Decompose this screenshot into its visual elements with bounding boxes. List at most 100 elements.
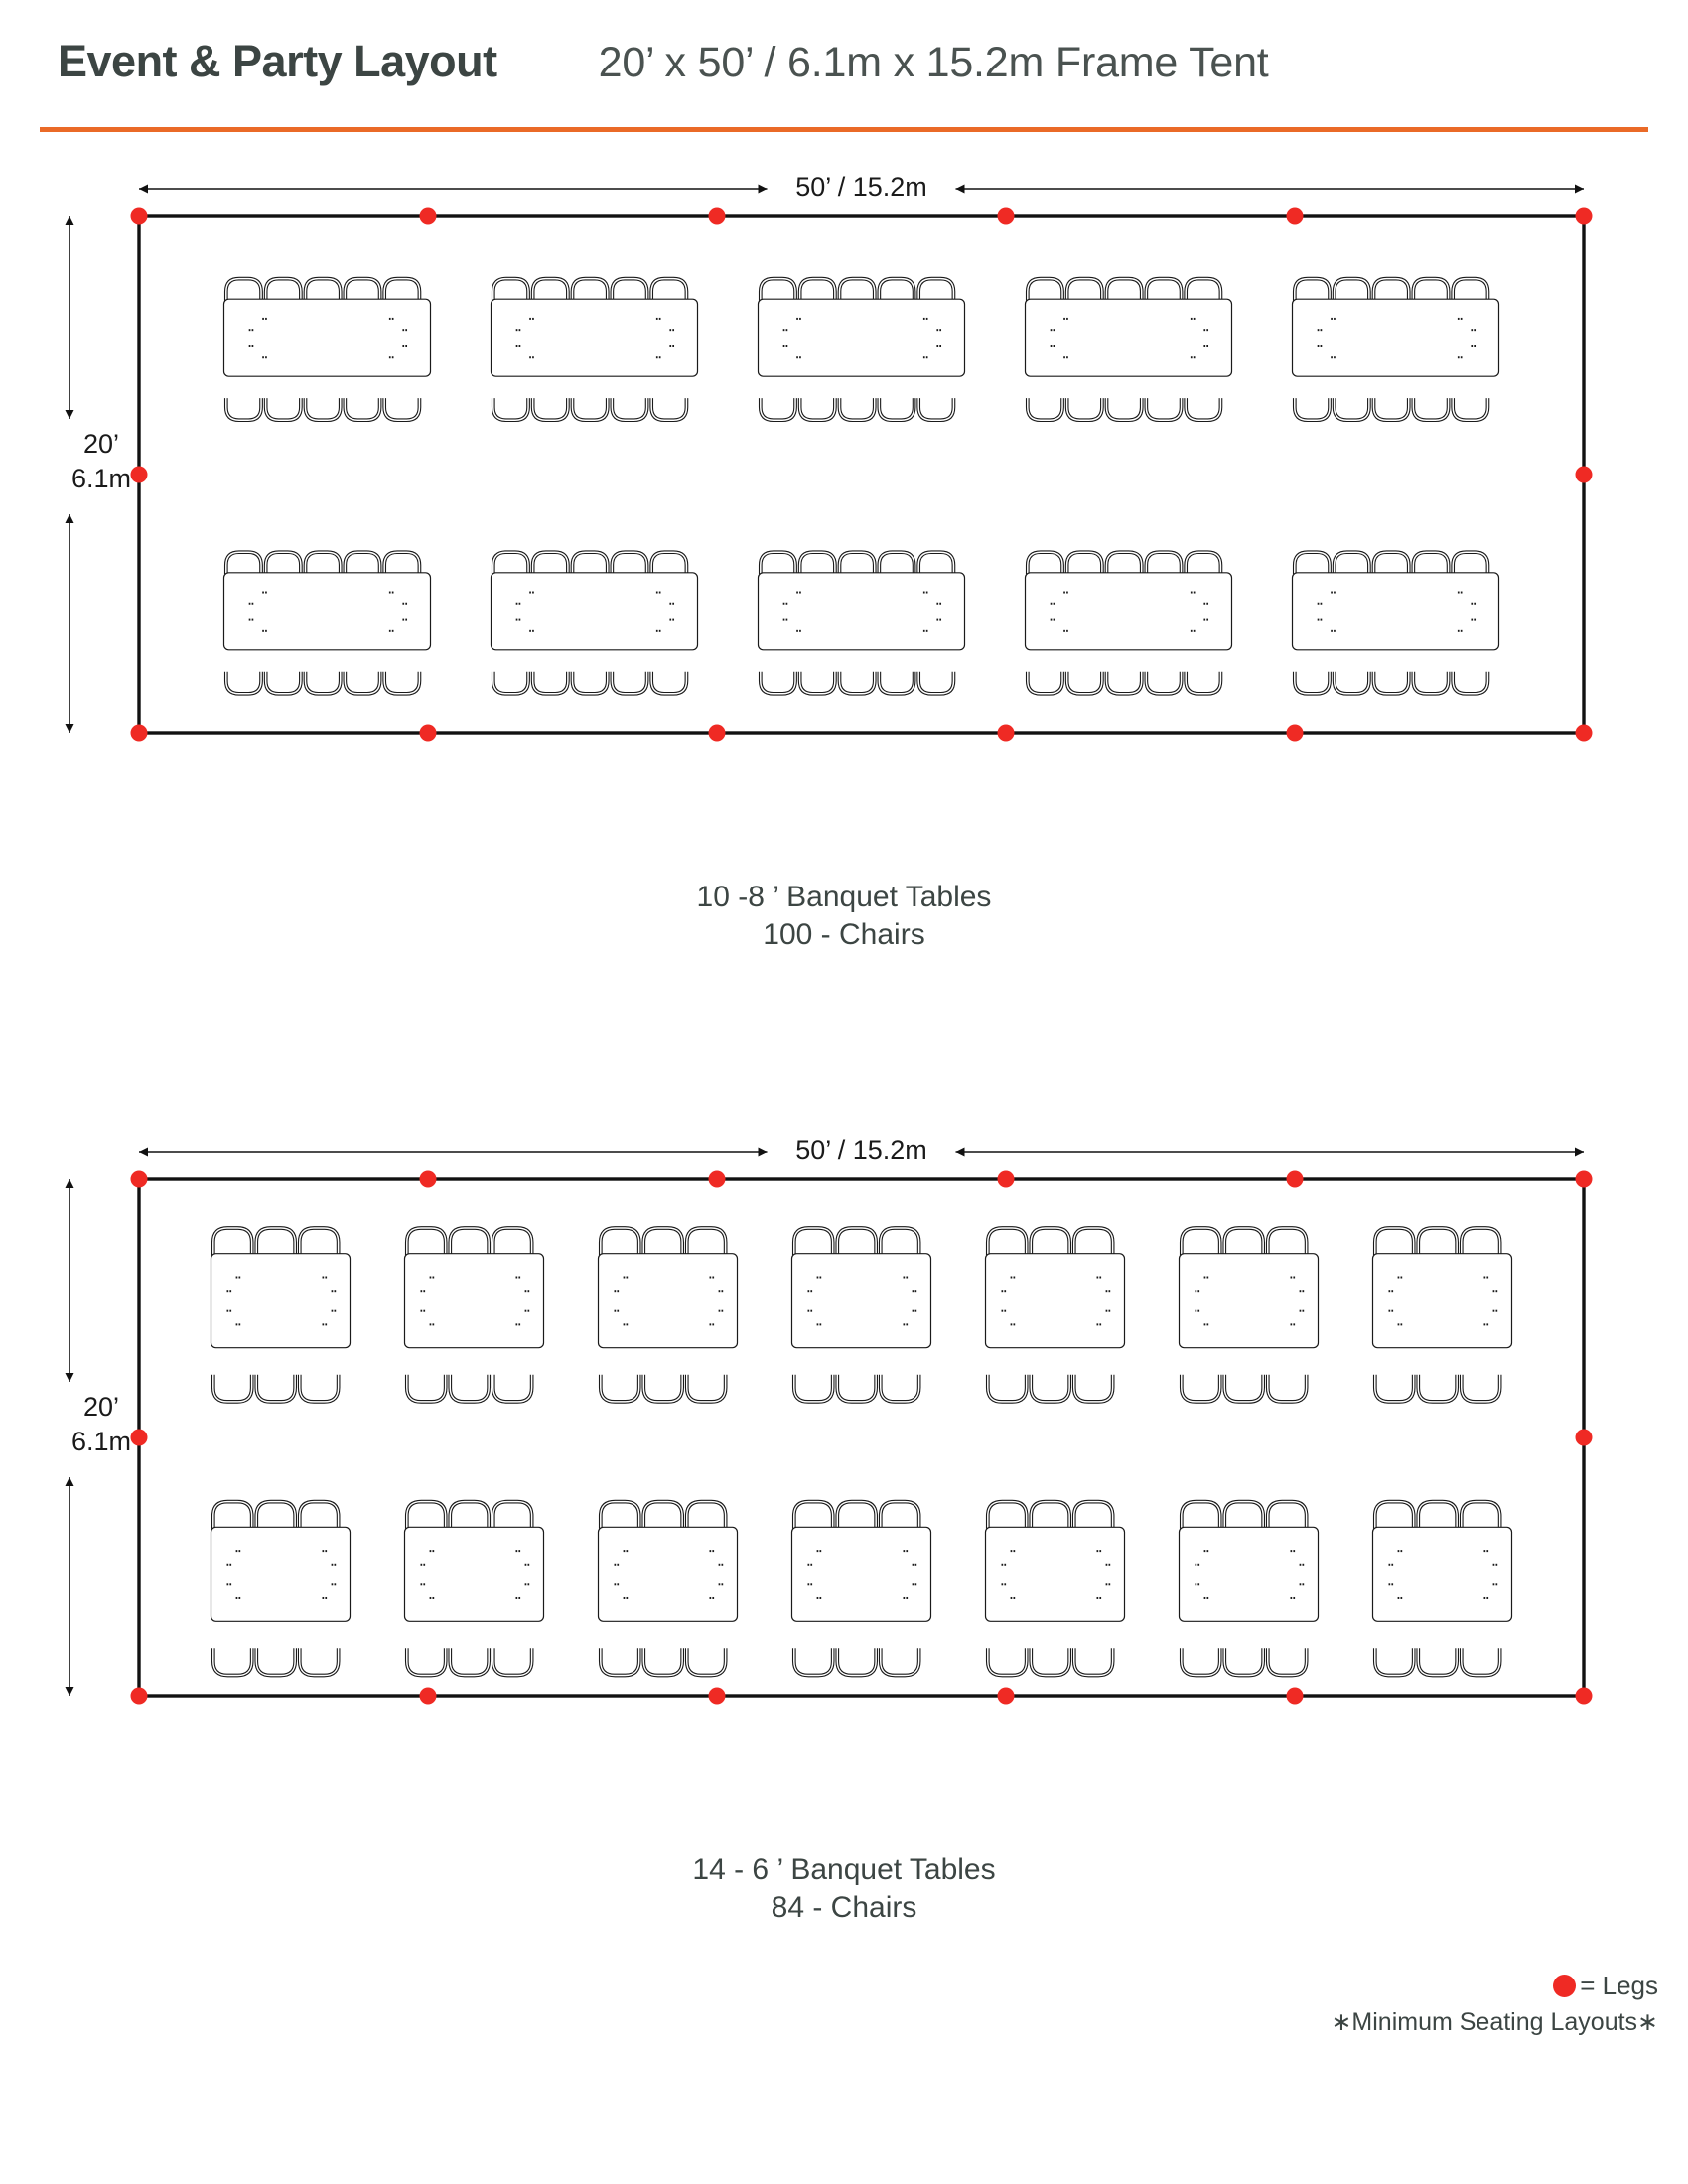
leg-marker-dot <box>265 629 267 632</box>
chair-back-outline <box>1064 671 1104 696</box>
chair-back-outline <box>1292 671 1332 696</box>
chair <box>835 1374 879 1404</box>
leg-marker-dot <box>1460 591 1463 594</box>
leg-marker-dot <box>1195 1290 1197 1293</box>
chair <box>1071 1374 1115 1404</box>
chair-seat-outline <box>1374 552 1408 575</box>
chair <box>1332 671 1371 696</box>
chair <box>448 1648 492 1678</box>
chair <box>254 1648 298 1678</box>
leg-marker-dot <box>1108 1563 1111 1566</box>
leg-marker-dot <box>936 602 939 605</box>
chair <box>1179 1648 1222 1678</box>
leg-marker-dot <box>617 1563 620 1566</box>
leg-marker-dot <box>265 591 267 594</box>
chair-seat-outline <box>1414 398 1448 420</box>
chair-back-outline <box>791 1226 835 1256</box>
leg-marker-dot <box>226 1563 229 1566</box>
chair-back-outline <box>1332 550 1371 575</box>
leg-marker-dot <box>655 629 658 632</box>
chair <box>649 276 689 301</box>
chair-seat-outline <box>384 279 419 301</box>
leg-marker-dot <box>672 345 675 347</box>
chair-back-outline <box>1332 671 1371 696</box>
leg-marker-dot <box>1203 1550 1206 1553</box>
chair-seat-outline <box>213 1374 251 1402</box>
chair <box>263 398 303 423</box>
leg-marker-dot <box>432 1550 435 1553</box>
leg-marker-dot <box>782 329 785 332</box>
chair-seat-outline <box>533 279 568 301</box>
leg-marker-dot <box>235 1596 238 1599</box>
chair-seat-outline <box>1074 1228 1112 1256</box>
chair-back-outline <box>758 398 797 423</box>
chair <box>570 276 610 301</box>
chair-seat-outline <box>838 1502 876 1529</box>
chair-seat-outline <box>881 1648 918 1675</box>
table-leg-markers <box>1195 1276 1305 1326</box>
chair-seat-outline <box>257 1502 295 1529</box>
leg-marker-dot <box>1206 1550 1209 1553</box>
chair <box>877 398 916 423</box>
leg-marker-dot <box>515 1550 518 1553</box>
leg-marker-dot <box>1010 1323 1013 1326</box>
chair <box>641 1648 685 1678</box>
chair-back-outline <box>297 1648 341 1678</box>
chair-back-outline <box>297 1374 341 1404</box>
leg-dot <box>708 724 726 742</box>
chair-back-outline <box>570 398 610 423</box>
leg-marker-dot <box>248 602 251 605</box>
leg-marker-dot <box>1495 1583 1498 1586</box>
depth-dimension-label-meters: 6.1m <box>71 464 131 493</box>
chair <box>598 1499 641 1529</box>
chair-back-outline <box>1411 398 1451 423</box>
leg-marker-dot <box>334 1309 337 1312</box>
chair-seat-outline <box>644 1228 682 1256</box>
leg-marker-dot <box>819 1596 822 1599</box>
chair-back-outline <box>254 1226 298 1256</box>
leg-marker-dot <box>248 618 251 621</box>
table-leg-markers <box>1001 1276 1111 1326</box>
banquet-table-top <box>1291 572 1500 651</box>
chair-back-outline <box>1451 276 1490 301</box>
chair-back-outline <box>1222 1226 1266 1256</box>
leg-marker-dot <box>807 1290 810 1293</box>
leg-marker-dot <box>914 1309 917 1312</box>
chair-back-outline <box>598 1499 641 1529</box>
leg-marker-dot <box>322 1596 325 1599</box>
chair-back-outline <box>684 1499 728 1529</box>
chair-seat-outline <box>651 671 686 694</box>
leg-marker-dot <box>925 629 928 632</box>
chair-seat-outline <box>1107 279 1141 301</box>
leg-marker-dot <box>1193 591 1196 594</box>
chair-back-outline <box>491 276 530 301</box>
leg-marker-dot <box>1053 602 1055 605</box>
chair <box>877 671 916 696</box>
leg-marker-dot <box>423 1563 426 1566</box>
leg-marker-dot <box>1099 1276 1102 1279</box>
leg-marker-dot <box>617 1290 620 1293</box>
leg-marker-dot <box>922 591 925 594</box>
chair-back-outline <box>1179 1648 1222 1678</box>
leg-marker-dot <box>529 317 531 320</box>
leg-marker-dot <box>1063 629 1065 632</box>
chair <box>1371 550 1411 575</box>
chair-seat-outline <box>613 552 646 575</box>
leg-marker-dot <box>1317 602 1320 605</box>
leg-marker-dot <box>816 1550 819 1553</box>
chair <box>1104 550 1144 575</box>
chair <box>641 1226 685 1256</box>
chair <box>916 671 956 696</box>
chair <box>835 1499 879 1529</box>
chair <box>1025 276 1064 301</box>
chair <box>530 550 570 575</box>
banquet-table-top <box>757 298 966 377</box>
leg-marker-dot <box>1206 602 1209 605</box>
leg-marker-dot <box>1053 618 1055 621</box>
leg-marker-dot <box>1197 1563 1200 1566</box>
leg-marker-dot <box>785 329 788 332</box>
chair <box>254 1499 298 1529</box>
chair <box>1071 1648 1115 1678</box>
leg-marker-dot <box>721 1583 724 1586</box>
table-leg-markers <box>1317 591 1477 632</box>
